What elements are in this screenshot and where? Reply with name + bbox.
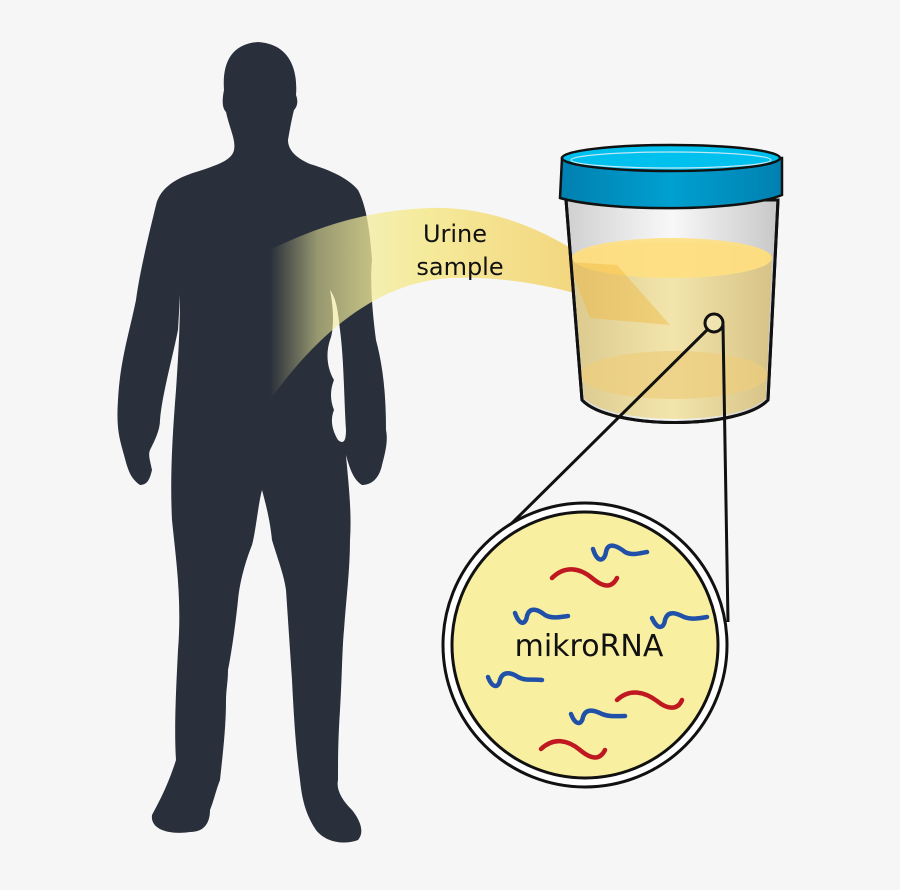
mirna-strands-red	[538, 567, 685, 760]
mirna-label: mikroRNA	[515, 629, 664, 664]
urine-sample-cup	[558, 143, 784, 424]
arrow-label-line1: Urine	[423, 220, 487, 248]
sample-point-circle	[703, 312, 725, 334]
magnified-view-circle: mikroRNA	[441, 501, 729, 789]
cup-lid	[558, 156, 784, 210]
human-silhouette	[117, 42, 387, 843]
mirna-strands-blue	[485, 543, 710, 726]
arrow-label-line2: sample	[416, 253, 503, 281]
magnifier-connectors	[503, 324, 730, 623]
